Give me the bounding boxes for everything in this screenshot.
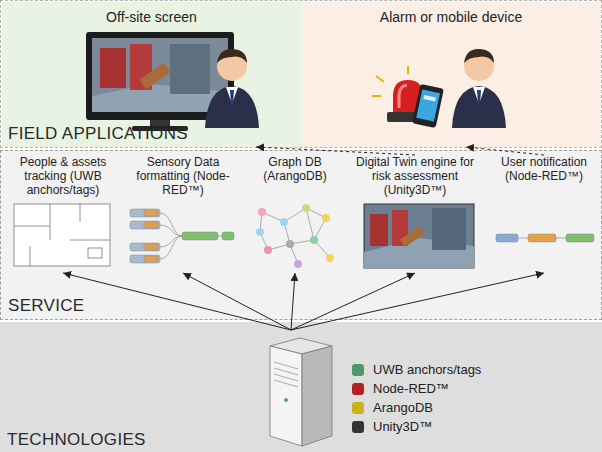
service-title: Digital Twin engine for risk assessment … (351, 155, 479, 197)
arrow-connector (291, 273, 544, 330)
arrow-connector (291, 273, 295, 330)
technology-icon (351, 420, 365, 434)
phone-icon (412, 84, 444, 128)
arrow-connector (291, 273, 415, 330)
person-icon (205, 49, 259, 128)
dashed-arrow (466, 147, 544, 155)
technology-icon (351, 363, 365, 377)
server-icon (270, 338, 332, 446)
region-label: SERVICE (8, 296, 84, 316)
arrow-connector (183, 273, 291, 330)
technology-name: UWB anchors/tags (351, 360, 455, 379)
service-title: Graph DB (ArangoDB) (245, 155, 345, 183)
digital-twin-screenshot (364, 204, 474, 268)
region-label: FIELD APPLICATIONS (8, 124, 188, 144)
service-title: User notification (Node-RED™) (487, 155, 601, 183)
dashed-arrow (256, 147, 415, 155)
service-title: People & assets tracking (UWB anchors/ta… (3, 155, 123, 197)
notification-flow (496, 234, 594, 242)
panel-title: Alarm or mobile device (301, 9, 601, 25)
service-title: Sensory Data formatting (Node-RED™) (125, 155, 241, 197)
technology-icon (351, 382, 365, 396)
graph-illustration (256, 204, 334, 268)
technology-name: Node-RED™ (351, 379, 455, 398)
technology-icon (351, 401, 365, 415)
application-panel: Alarm or mobile device (301, 2, 601, 147)
technology-name: Unity3D™ (351, 417, 455, 436)
panel-title: Off-site screen (2, 9, 301, 25)
region-label: TECHNOLOGIES (7, 430, 146, 450)
person-icon (452, 49, 506, 128)
service-block: User notification (Node-RED™) (487, 155, 601, 273)
arrow-connector (63, 273, 291, 330)
technology-name: ArangoDB (351, 398, 455, 417)
node-red-flow (130, 209, 234, 263)
floor-plan (14, 204, 110, 266)
